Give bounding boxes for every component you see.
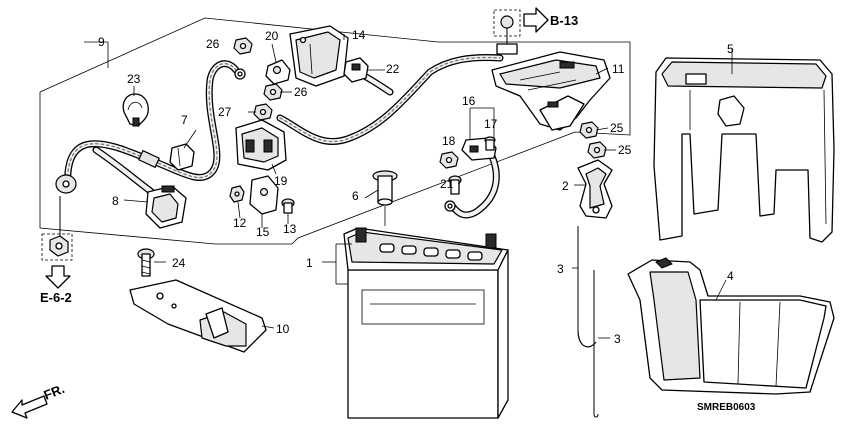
sub-cable (444, 107, 500, 219)
bolt-17 (484, 136, 496, 151)
callout-2: 2 (562, 179, 569, 193)
callout-21: 21 (440, 177, 454, 191)
battery-box-cover (653, 57, 835, 243)
nut-18 (439, 151, 459, 169)
callout-3b: 3 (614, 332, 621, 346)
clip-23 (122, 93, 149, 127)
nut-26-top (233, 37, 253, 55)
callout-19: 19 (274, 174, 288, 188)
callout-1: 1 (306, 256, 313, 270)
callout-10: 10 (276, 322, 290, 336)
callout-16: 16 (462, 94, 476, 108)
callout-6: 6 (352, 189, 359, 203)
callout-8: 8 (112, 194, 119, 208)
callout-13: 13 (283, 222, 297, 236)
callout-5: 5 (727, 42, 734, 56)
callout-27: 27 (218, 105, 232, 119)
clip-7 (169, 143, 195, 171)
b13-arrow-icon (523, 7, 549, 33)
callout-26a: 26 (206, 37, 220, 51)
front-arrow-icon (11, 395, 48, 419)
fuse-box (491, 51, 611, 131)
leader-lines (84, 34, 733, 339)
bracket-20 (265, 59, 291, 85)
bracket-19 (235, 119, 287, 171)
callout-17: 17 (484, 117, 498, 131)
bolt-13 (281, 198, 295, 214)
callout-25a: 25 (610, 121, 624, 135)
front-direction-indicator: FR. (11, 381, 67, 419)
e62-label: E-6-2 (40, 290, 72, 305)
nut-25-lower (587, 141, 607, 159)
battery (343, 227, 509, 419)
fuse-cover (289, 25, 349, 87)
bolt-21 (448, 175, 462, 195)
diagram-code: SMREB0603 (697, 402, 756, 413)
callout-3a: 3 (557, 262, 564, 276)
callout-4: 4 (727, 269, 734, 283)
cable-group-boundary (39, 17, 631, 245)
vent-tube (372, 170, 398, 226)
b13-label: B-13 (550, 13, 578, 28)
nut-12 (229, 185, 245, 203)
clip-8 (145, 185, 187, 229)
e62-reference: E-6-2 (40, 196, 73, 305)
callout-18: 18 (442, 134, 456, 148)
front-label: FR. (42, 381, 67, 403)
bracket-15 (249, 175, 279, 215)
callout-9: 9 (98, 35, 105, 49)
callout-20: 20 (265, 29, 279, 43)
nut-26-mid (263, 83, 283, 101)
callout-22: 22 (386, 62, 400, 76)
nut-27 (253, 103, 273, 121)
callout-25b: 25 (618, 143, 632, 157)
callout-11: 11 (612, 62, 625, 76)
battery-holder-bracket (577, 159, 613, 219)
e62-arrow-icon (45, 265, 71, 289)
battery-setting-plate (129, 279, 267, 353)
callout-14: 14 (352, 28, 366, 42)
callout-24: 24 (172, 256, 186, 270)
callout-23: 23 (127, 72, 141, 86)
clip-22 (343, 57, 369, 83)
nut-25-upper (579, 121, 599, 139)
callout-12: 12 (233, 216, 247, 230)
b13-reference: B-13 (493, 7, 578, 55)
callout-26b: 26 (294, 85, 308, 99)
callout-15: 15 (256, 225, 270, 239)
battery-box (627, 257, 835, 395)
bolt-24 (137, 248, 155, 277)
battery-hold-rod-left (577, 226, 597, 348)
callout-7: 7 (181, 113, 188, 127)
battery-hold-rod-right (593, 270, 599, 418)
